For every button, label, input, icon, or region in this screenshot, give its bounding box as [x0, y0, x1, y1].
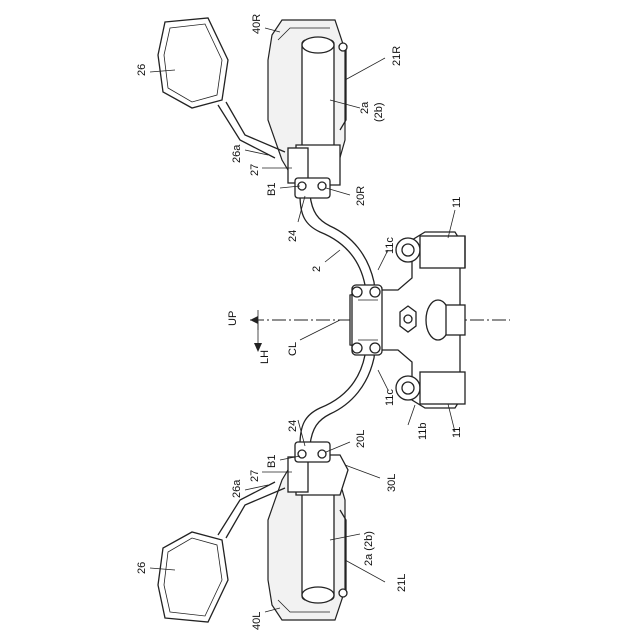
- label-11-top: 11: [451, 197, 463, 208]
- right-holder: [295, 178, 330, 198]
- label-30l: 30L: [386, 474, 398, 492]
- label-27-top: 27: [249, 164, 261, 176]
- label-grip-top-b: (2b): [373, 102, 385, 122]
- label-guard-top: 40R: [251, 14, 263, 34]
- lh-arrow-icon: [250, 316, 262, 352]
- label-11b: 11b: [417, 422, 429, 440]
- label-11c-top: 11c: [384, 237, 396, 254]
- left-mirror: [158, 482, 285, 622]
- label-24-bottom: 24: [287, 420, 299, 432]
- label-lh: LH: [259, 350, 271, 364]
- label-mirror-top: 26: [136, 64, 148, 76]
- label-27-bottom: 27: [249, 470, 261, 482]
- label-11c-bottom: 11c: [384, 389, 396, 406]
- label-guard-bottom: 40L: [251, 612, 263, 630]
- label-handlebar: 2: [311, 266, 323, 272]
- label-20l: 20L: [355, 430, 367, 448]
- label-stay-bottom: 26a: [231, 479, 243, 498]
- label-b1-top: B1: [266, 183, 278, 196]
- label-11-bottom: 11: [451, 427, 463, 438]
- label-20r: 20R: [355, 186, 367, 206]
- label-mirror-bottom: 26: [136, 562, 148, 574]
- right-mirror: [158, 18, 285, 158]
- label-grip-top-a: 2a: [359, 101, 371, 114]
- label-cl: CL: [287, 342, 299, 356]
- label-24-top: 24: [287, 230, 299, 242]
- label-up: UP: [227, 311, 239, 326]
- label-lever-bottom: 21L: [396, 574, 408, 592]
- label-grip-bottom: 2a (2b): [363, 531, 375, 566]
- left-holder: [295, 442, 330, 462]
- label-b1-bottom: B1: [266, 455, 278, 468]
- label-stay-top: 26a: [231, 144, 243, 163]
- label-lever-top: 21R: [391, 46, 403, 66]
